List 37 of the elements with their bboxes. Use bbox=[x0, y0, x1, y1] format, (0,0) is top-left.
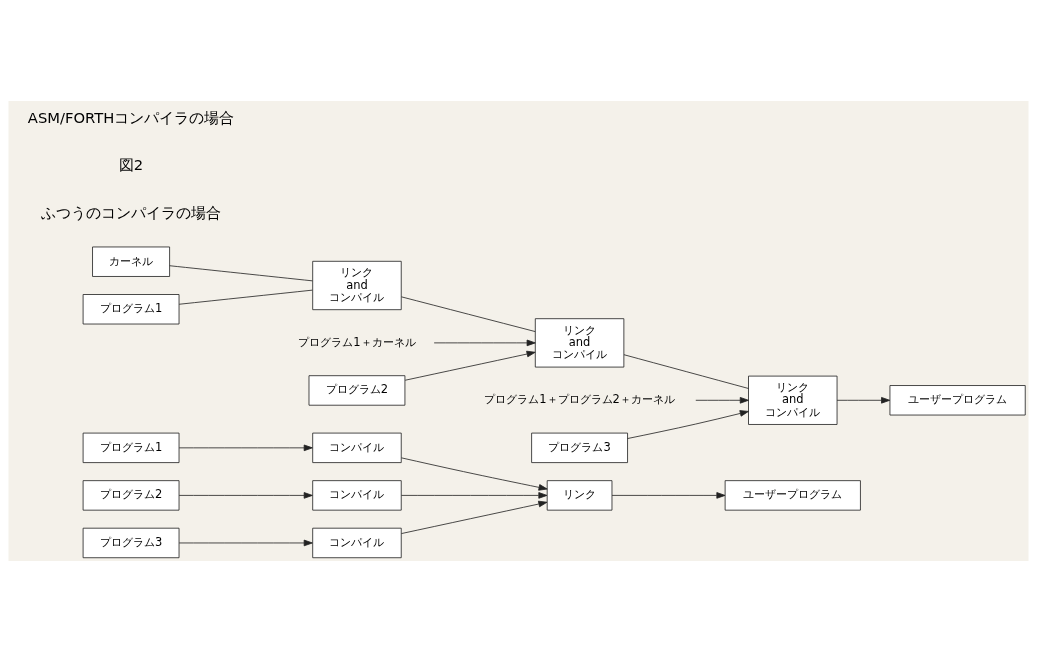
connector bbox=[401, 296, 536, 332]
node-box: コンパイル bbox=[312, 480, 402, 511]
connector bbox=[178, 289, 313, 305]
arrow bbox=[611, 492, 726, 499]
connector bbox=[623, 354, 749, 389]
label: ASM/FORTHコンパイラの場合 bbox=[27, 108, 235, 126]
arrow bbox=[401, 492, 548, 499]
node-box: コンパイル bbox=[312, 527, 402, 559]
connector bbox=[169, 265, 313, 282]
arrow bbox=[404, 350, 536, 381]
label: ふつうのコンパイラの場合 bbox=[41, 203, 222, 221]
node-box: リンク and コンパイル bbox=[748, 375, 838, 425]
label: 図2 bbox=[118, 156, 144, 174]
node-box: リンク and コンパイル bbox=[312, 260, 402, 311]
node-box: プログラム3 bbox=[531, 432, 628, 463]
arrow bbox=[627, 410, 749, 439]
node-text: プログラム1＋プログラム2＋カーネル bbox=[484, 392, 675, 407]
node-box: プログラム1 bbox=[82, 294, 180, 325]
node-box: ユーザープログラム bbox=[724, 480, 861, 511]
arrow bbox=[401, 500, 548, 534]
node-text: プログラム1＋カーネル bbox=[298, 334, 416, 349]
arrow bbox=[695, 397, 749, 404]
node-box: リンク and コンパイル bbox=[534, 318, 625, 368]
node-box: リンク bbox=[546, 480, 613, 511]
node-box: プログラム3 bbox=[82, 527, 180, 559]
node-box: プログラム2 bbox=[82, 480, 180, 511]
node-box: ユーザープログラム bbox=[889, 385, 1026, 416]
node-box: カーネル bbox=[92, 246, 170, 277]
node-box: コンパイル bbox=[312, 432, 402, 463]
arrow bbox=[836, 397, 891, 404]
arrow bbox=[401, 457, 548, 491]
arrow bbox=[178, 492, 313, 499]
arrow bbox=[178, 444, 313, 452]
node-box: プログラム2 bbox=[308, 375, 406, 406]
node-box: プログラム1 bbox=[82, 432, 180, 463]
arrow bbox=[178, 539, 313, 547]
arrow bbox=[433, 339, 536, 347]
